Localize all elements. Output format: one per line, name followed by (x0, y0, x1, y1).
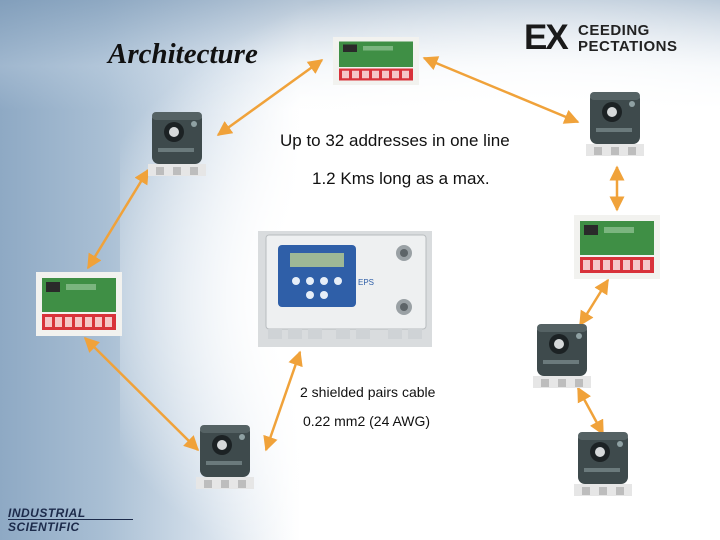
gas-detector-right-top (586, 92, 644, 156)
svg-text:EPS: EPS (358, 278, 374, 287)
length-note: 1.2 Kms long as a max. (312, 169, 490, 189)
link-arrow-left-upper (88, 170, 148, 268)
gas-detector-bottom-center (196, 425, 254, 489)
cable-type-note: 2 shielded pairs cable (300, 384, 435, 400)
addresses-note: Up to 32 addresses in one line (280, 131, 510, 151)
logo-line-2: SCIENTIFIC (8, 520, 138, 534)
link-arrow-right-lower (578, 388, 603, 434)
link-arrow-top-left (218, 60, 322, 135)
relay-board-right (574, 215, 660, 279)
central-controller: EPS (258, 231, 432, 347)
gas-detector-left (148, 112, 206, 176)
logo-rule (8, 519, 133, 520)
link-arrow-left-lower (85, 338, 198, 450)
gas-detector-right-bottom (574, 432, 632, 496)
link-arrow-right-mid (580, 280, 608, 325)
relay-board-left (36, 272, 122, 336)
link-arrow-center (266, 352, 300, 450)
link-arrow-top-right (424, 58, 578, 122)
interface-board-top (333, 37, 419, 85)
logo-line-1: INDUSTRIAL (8, 506, 138, 520)
industrial-scientific-logo: INDUSTRIAL SCIENTIFIC (8, 506, 138, 536)
gas-detector-right-mid (533, 324, 591, 388)
cable-gauge-note: 0.22 mm2 (24 AWG) (303, 413, 430, 429)
